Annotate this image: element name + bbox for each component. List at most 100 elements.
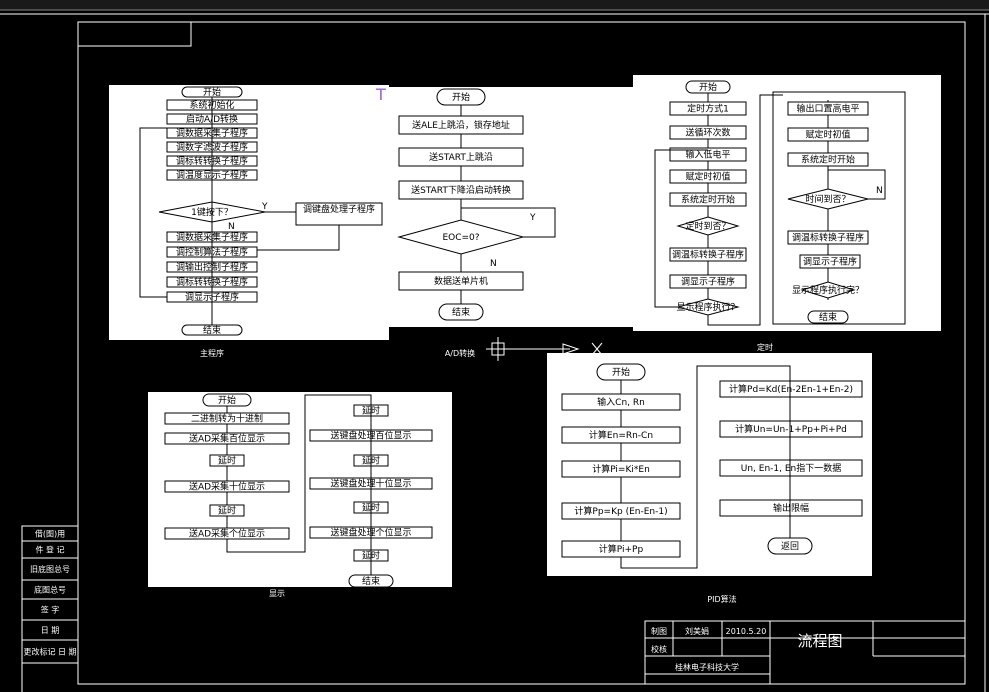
caption-main: 主程序 (200, 348, 224, 358)
display-left-step-4-text: 延时 (218, 505, 236, 517)
strip-label-2: 旧底图总号 (30, 564, 70, 574)
pid-right-step-2-text: Un, En-1, En指下一数据 (741, 462, 842, 474)
display-left-step-5-box (164, 527, 290, 540)
strip-label-3: 底图总号 (34, 585, 66, 595)
timer-right-decision2-text: 显示程序执行完？ (792, 284, 864, 296)
display-left-step-4-box (209, 504, 245, 517)
timer-left-step-1-text: 送循环次数 (685, 127, 730, 139)
timer-left-exit (707, 94, 783, 326)
display-left-step-2-text: 延时 (218, 455, 236, 467)
timer-left-decision-shape (676, 216, 740, 236)
tb-checked-label: 校核 (651, 644, 667, 654)
strip-label-6: 更改标记 日 期 (23, 647, 76, 657)
pid-left-step-0-box (561, 393, 681, 411)
caption-ad: A/D转换 (445, 348, 475, 358)
ad-no: N (490, 259, 497, 269)
title-corner-box (77, 21, 192, 47)
tb-drawing-title: 流程图 (797, 632, 842, 650)
display-left-step-1-text: 送AD采集百位显示 (189, 433, 265, 445)
main-start-text: 开始 (203, 86, 221, 98)
cursor-crosshair-icon (486, 337, 603, 361)
pid-right-step-3-text: 输出限幅 (773, 502, 809, 514)
pid-left-step-1-text: 计算En=Rn-Cn (589, 429, 653, 441)
timer-end-text: 结束 (819, 311, 837, 323)
timer-left-decision-text: 定时到否？ (685, 220, 730, 232)
pid-left-step-3-box (561, 502, 681, 520)
timer-right-step-1-text: 赋定时初值 (805, 129, 850, 141)
strip-label-5: 日 期 (41, 626, 60, 635)
timer-left-step-4-text: 系统定时开始 (681, 194, 735, 206)
timer-right-step2-1-text: 调显示子程序 (803, 256, 857, 268)
timer-left-decision2-shape (676, 298, 740, 316)
timer-right-step2-0-text: 调温标转换子程序 (792, 232, 864, 244)
display-left-step-5-text: 送AD采集个位显示 (189, 528, 265, 540)
timer-right-step-0-box (787, 101, 869, 116)
pid-end-shape (767, 537, 813, 555)
pid-end-text: 返回 (781, 540, 799, 552)
ad-step-1-box (398, 147, 524, 167)
ad-step-0-text: 送ALE上跳沿，锁存地址 (412, 119, 510, 131)
timer-left-step-2-text: 输入低电平 (685, 149, 730, 161)
ad-start-text: 开始 (452, 91, 470, 103)
timer-right-decision2-shape (800, 281, 856, 299)
strip-label-0: 借(图)用 (35, 529, 65, 539)
timer-right-step-2-text: 系统定时开始 (801, 154, 855, 166)
timer-right-step-1-box (787, 127, 869, 142)
pid-left-step-1-box (561, 426, 681, 444)
tb-school: 桂林电子科技大学 (675, 662, 739, 672)
main-side-return (257, 225, 340, 251)
pid-start-text: 开始 (612, 366, 630, 378)
timer-right-step-2-box (787, 152, 869, 167)
display-left-step-1-box (164, 432, 290, 445)
timer-left-step2-0-box (669, 247, 747, 262)
timer-right-frame (772, 91, 906, 325)
timer-end-shape (807, 310, 849, 324)
timer-left-step-0-text: 定时方式1 (687, 103, 729, 115)
display-left-step-0-box (164, 412, 290, 425)
timer-start-text: 开始 (699, 81, 717, 93)
main-side-text: 调键盘处理子程序 (303, 203, 375, 215)
timer-right-step2-0-box (787, 230, 869, 245)
ad-step-0-box (398, 115, 524, 135)
ad-step-2-box (398, 180, 524, 200)
timer-left-decision2-text: 显示程序执行？ (676, 301, 739, 313)
timer-left-step-0-box (669, 101, 747, 116)
display-left-step-3-box (164, 480, 290, 493)
timer-left-loop (654, 149, 708, 308)
timer-left-step-3-text: 赋定时初值 (685, 171, 730, 183)
tb-drawn-label: 制图 (651, 626, 667, 636)
pid-left-step-2-text: 计算Pi=Ki*En (592, 463, 650, 475)
pid-connector (620, 365, 791, 569)
caption-pid: PID算法 (707, 594, 736, 604)
display-left-step-0-text: 二进制转为十进制 (191, 413, 263, 425)
pid-right-step-1-text: 计算Un=Un-1+Pp+Pi+Pd (735, 423, 847, 435)
timer-right-no: N (876, 186, 883, 196)
display-left-step-3-text: 送AD采集十位显示 (189, 481, 265, 493)
timer-right-step2-1-box (799, 254, 861, 269)
tb-drawn-name: 刘美娟 (685, 626, 709, 636)
timer-left-step-2-box (669, 147, 747, 162)
ad-yes-loop (461, 207, 556, 238)
pid-left-step-0-text: 输入Cn, Rn (597, 396, 645, 408)
display-connector (226, 394, 372, 553)
display-left-step-2-box (209, 454, 245, 467)
drawing-frame (77, 21, 966, 685)
flowchart-timer: 开始定时方式1送循环次数输入低电平赋定时初值系统定时开始定时到否？调温标转换子程… (654, 80, 906, 326)
pid-right-step-3-box (719, 499, 863, 517)
ad-step-1-text: 送START上跳沿 (429, 151, 493, 163)
timer-left-step-3-box (669, 169, 747, 184)
display-end-shape (348, 574, 394, 588)
ad-yes: Y (529, 213, 536, 223)
flowchart-display: 开始二进制转为十进制送AD采集百位显示延时送AD采集十位显示延时送AD采集个位显… (164, 393, 433, 588)
flowchart-ad: 开始送ALE上跳沿，锁存地址送START上跳沿送START下降沿启动转换EOC=… (397, 88, 556, 321)
display-end-text: 结束 (362, 575, 380, 587)
main-yes: Y (261, 202, 268, 212)
main-loop (139, 127, 167, 298)
timer-right-decision-text: 时间到否？ (805, 193, 850, 205)
top-window-strip (0, 0, 989, 10)
ucs-icon: T (375, 85, 386, 104)
